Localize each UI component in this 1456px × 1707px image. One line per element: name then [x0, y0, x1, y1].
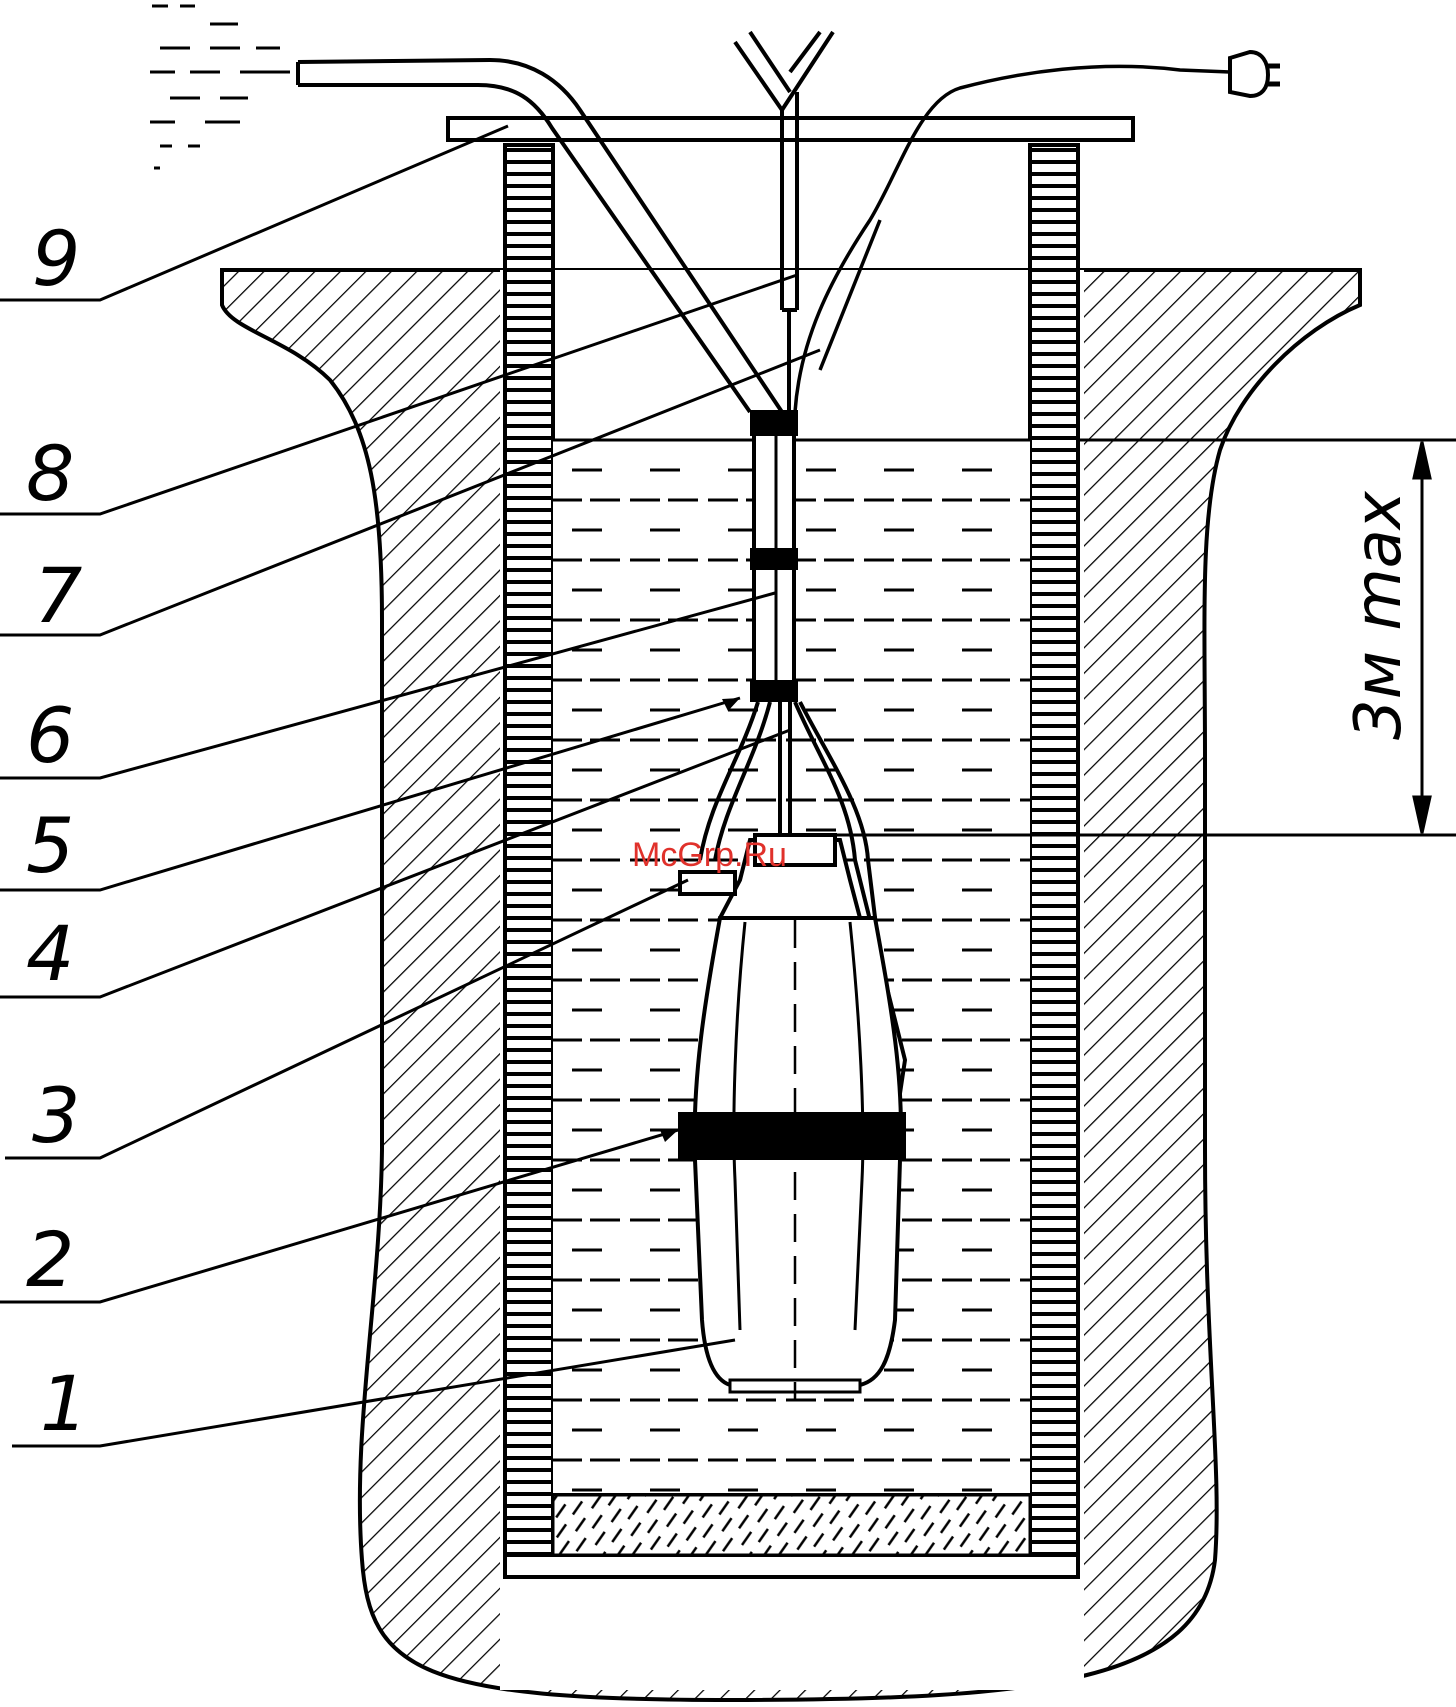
- clamp-top: [750, 410, 798, 436]
- callout-4: 4: [26, 909, 74, 998]
- pump-outlet-nozzle: [680, 872, 735, 894]
- callout-3: 3: [32, 1071, 80, 1160]
- callout-8: 8: [26, 429, 74, 518]
- callout-9: 9: [32, 214, 80, 303]
- power-plug-icon: [1230, 52, 1280, 96]
- rubber-ring: [678, 1112, 906, 1160]
- depth-dimension-label: 3м max: [1342, 490, 1416, 740]
- callout-6: 6: [26, 691, 74, 780]
- well-bottom-layer: [553, 1495, 1030, 1555]
- callout-5: 5: [26, 801, 74, 890]
- hose-vertical-segment: [750, 410, 798, 702]
- callout-2: 2: [26, 1215, 74, 1304]
- watermark: McGrp.Ru: [632, 836, 787, 874]
- clamp-lower: [750, 680, 798, 702]
- clamp-middle: [750, 548, 798, 570]
- callout-1: 1: [40, 1359, 88, 1448]
- callout-7: 7: [34, 551, 82, 640]
- outlet-water-stream: [150, 6, 290, 168]
